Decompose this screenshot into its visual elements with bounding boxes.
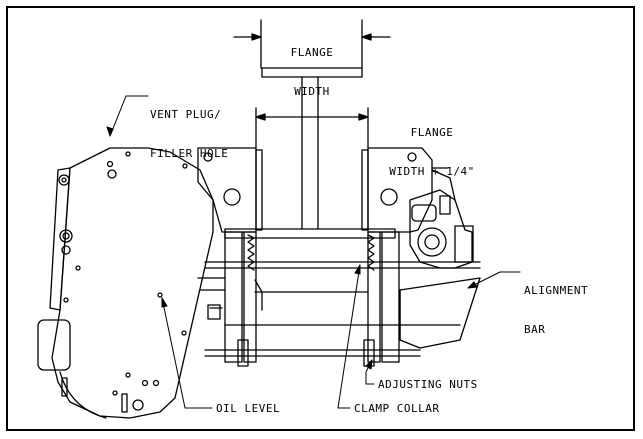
- flange-width-label-line1: FLANGE: [290, 46, 334, 59]
- flange-width-plus-label-line1: FLANGE: [410, 126, 454, 139]
- flange-width-plus-label: FLANGE WIDTH + 1/4": [372, 100, 492, 191]
- vent-plug-label-line2: FILLER HOLE: [150, 147, 229, 160]
- alignment-bar-label: ALIGNMENT BAR: [524, 258, 588, 349]
- adjusting-nuts-label: ADJUSTING NUTS: [378, 378, 478, 391]
- i-beam: [224, 67, 396, 239]
- left-trolley-plate: [197, 147, 263, 363]
- flange-width-plus-label-line2: WIDTH + 1/4": [389, 165, 475, 178]
- shafts: [197, 261, 481, 367]
- flange-width-dimension: [233, 19, 391, 69]
- alignment-bar-label-line2: BAR: [524, 323, 546, 336]
- oil-level-label: OIL LEVEL: [216, 402, 281, 415]
- flange-width-label: FLANGE WIDTH: [272, 20, 352, 111]
- leader-lines: [106, 95, 521, 409]
- clamp-collar-label: CLAMP COLLAR: [354, 402, 440, 415]
- alignment-bar-label-line1: ALIGNMENT: [524, 284, 589, 297]
- gearbox-housing: [37, 147, 214, 419]
- vent-plug-label: VENT PLUG/ FILLER HOLE: [150, 82, 228, 173]
- vent-plug-label-line1: VENT PLUG/: [150, 108, 222, 121]
- flange-width-plus-dimension: [255, 107, 369, 149]
- flange-width-label-line2: WIDTH: [294, 85, 330, 98]
- alignment-bar: [399, 277, 481, 349]
